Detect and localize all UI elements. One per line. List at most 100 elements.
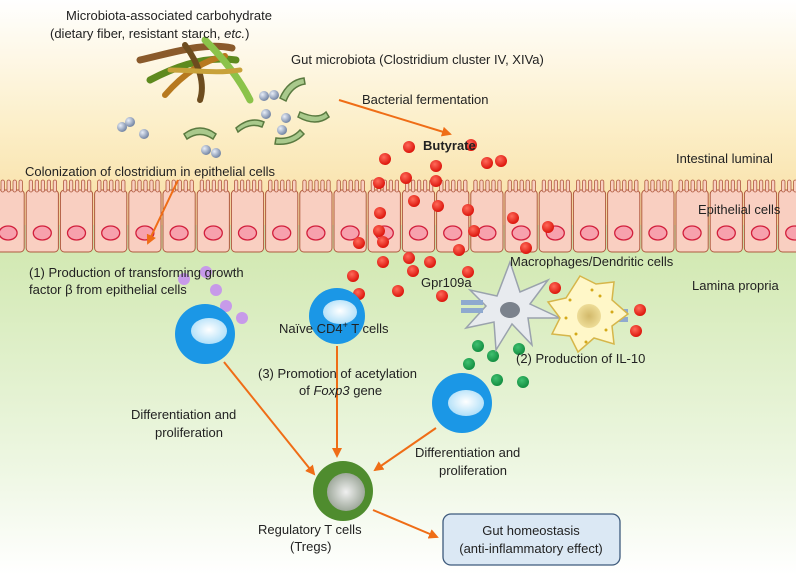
butyrate-dot — [630, 325, 642, 337]
bacteria-rod-icon — [183, 77, 330, 146]
butyrate-dot — [379, 153, 391, 165]
butyrate-dot — [377, 236, 389, 248]
tgf-label-line2: factor β from epithelial cells — [29, 282, 187, 297]
butyrate-dot — [462, 204, 474, 216]
treg-label-line2: (Tregs) — [290, 539, 331, 554]
colonization-label: Colonization of clostridium in epithelia… — [25, 164, 276, 179]
butyrate-dot — [542, 221, 554, 233]
tgf-beta-molecules — [178, 266, 248, 324]
butyrate-dot — [453, 244, 465, 256]
right-differentiation-line2: proliferation — [439, 463, 507, 478]
lamina-background — [0, 225, 796, 575]
butyrate-dot — [507, 212, 519, 224]
arrows — [146, 99, 452, 539]
epithelial-cell — [333, 179, 367, 253]
il10-label: (2) Production of IL-10 — [516, 351, 645, 366]
luminal-label: Intestinal luminal — [676, 151, 773, 166]
epithelial-cell — [59, 179, 94, 253]
homeostasis-arrow — [372, 509, 439, 539]
carb-label-line1: Microbiota-associated carbohydrate — [66, 8, 272, 23]
butyrate-dot — [549, 282, 561, 294]
tgf-label-line1: (1) Production of transforming growth — [29, 265, 244, 280]
homeostasis-box — [442, 513, 621, 566]
epithelial-cell — [572, 179, 607, 253]
epithelial-cell — [709, 179, 743, 253]
macrophages-label: Macrophages/Dendritic cells — [510, 254, 674, 269]
carb-label-line2: (dietary fiber, resistant starch, etc.) — [50, 26, 249, 41]
naive-cd4-t-cell — [309, 288, 365, 344]
epithelial-cell — [0, 179, 25, 253]
butyrate-dot — [430, 175, 442, 187]
butyrate-dot — [424, 256, 436, 268]
butyrate-dot — [377, 256, 389, 268]
epithelial-layer — [0, 179, 796, 253]
epithelial-cell — [538, 179, 572, 253]
left-differentiation-line2: proliferation — [155, 425, 223, 440]
lamina-label: Lamina propria — [692, 278, 779, 293]
right-differentiation-line1: Differentiation and — [415, 445, 520, 460]
right-differentiation-arrow — [373, 427, 437, 472]
butyrate-dot — [481, 157, 493, 169]
epithelial-cell — [128, 179, 162, 253]
butyrate-dot — [373, 225, 385, 237]
colonization-arrow — [146, 179, 179, 245]
epithelial-cell — [162, 179, 196, 253]
homeostasis-label-line1: Gut homeostasis — [482, 523, 580, 538]
butyrate-dot — [432, 200, 444, 212]
epithelial-cell — [743, 179, 778, 253]
epithelial-cell — [607, 179, 641, 253]
fermentation-arrow — [338, 99, 452, 137]
epithelial-cell — [94, 179, 128, 253]
epithelial-label: Epithelial cells — [698, 202, 781, 217]
butyrate-dot — [520, 242, 532, 254]
butyrate-dot — [407, 265, 419, 277]
treg-cell — [313, 461, 373, 521]
butyrate-dot — [430, 160, 442, 172]
butyrate-label: Butyrate — [423, 138, 476, 153]
butyrate-dot — [373, 177, 385, 189]
butyrate-dot — [634, 304, 646, 316]
butyrate-dot — [468, 225, 480, 237]
epithelial-cell — [196, 179, 230, 253]
fermentation-label: Bacterial fermentation — [362, 92, 488, 107]
epithelial-cell — [230, 179, 265, 253]
epithelial-cell — [401, 179, 436, 253]
left-differentiation-arrow — [223, 361, 316, 476]
t-cell-right — [432, 373, 492, 433]
treg-label-line1: Regulatory T cells — [258, 522, 362, 537]
microbiota-label: Gut microbiota (Clostridium cluster IV, … — [291, 52, 544, 67]
naive-t-cell-label: Naïve CD4+ T cells — [279, 320, 389, 336]
dendritic-cell-icon — [546, 275, 630, 354]
butyrate-dot — [462, 266, 474, 278]
acetylation-label-line2: of Foxp3 gene — [299, 383, 382, 398]
cocci-pair-icon — [117, 90, 291, 158]
epithelial-cell — [778, 179, 796, 253]
epithelial-cell — [675, 179, 709, 253]
t-cell-left — [175, 304, 235, 364]
butyrate-dot — [400, 172, 412, 184]
butyrate-dot — [374, 207, 386, 219]
epithelial-cell — [436, 179, 470, 253]
butyrate-dot — [436, 290, 448, 302]
butyrate-dot — [465, 139, 477, 151]
butyrate-dot — [408, 195, 420, 207]
butyrate-molecules — [347, 139, 646, 337]
epithelial-cell — [25, 179, 59, 253]
left-differentiation-line1: Differentiation and — [131, 407, 236, 422]
epithelial-cell — [641, 179, 675, 253]
butyrate-dot — [392, 285, 404, 297]
butyrate-dot — [403, 252, 415, 264]
fiber-strands-icon — [136, 36, 254, 104]
epithelial-cell — [504, 179, 538, 253]
epithelial-cell — [299, 179, 333, 253]
butyrate-dot — [403, 141, 415, 153]
acetylation-label-line1: (3) Promotion of acetylation — [258, 366, 417, 381]
macrophage-icon — [463, 259, 561, 353]
epithelial-cell — [265, 179, 299, 253]
il10-molecules — [463, 340, 529, 388]
butyrate-dot — [353, 237, 365, 249]
epithelial-cell — [470, 179, 504, 253]
homeostasis-label-line2: (anti-inflammatory effect) — [459, 541, 603, 556]
